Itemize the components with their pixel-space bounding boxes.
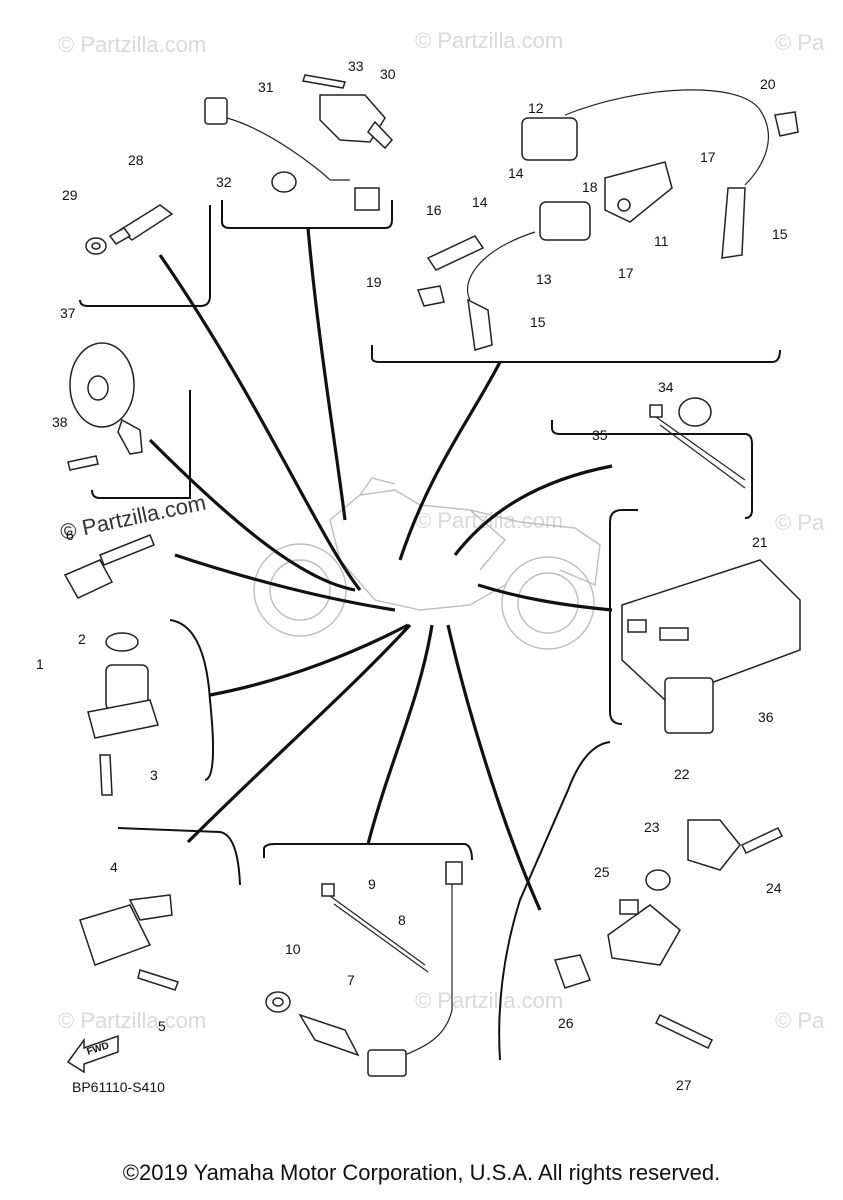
callout-26: 26: [558, 1015, 574, 1031]
callout-12: 12: [528, 100, 544, 116]
callout-18: 18: [582, 179, 598, 195]
callout-27: 27: [676, 1077, 692, 1093]
part-20-clip: [774, 111, 799, 137]
callout-8: 8: [398, 912, 406, 928]
part-4-sensor: [79, 894, 173, 966]
part-15-plug-cap-left: [466, 231, 536, 351]
callout-13: 13: [536, 271, 552, 287]
part-37-horn: [69, 342, 143, 455]
part-26-collar: [554, 954, 591, 989]
part-15-plug-cap-right: [721, 187, 746, 259]
watermark-top-right: © Pa: [775, 30, 825, 55]
part-33-bolt: [302, 74, 346, 89]
callout-9: 9: [368, 876, 376, 892]
callout-28: 28: [128, 152, 144, 168]
callout-16: 16: [426, 202, 442, 218]
callout-11: 11: [654, 233, 669, 249]
callout-24: 24: [766, 880, 782, 896]
callout-23: 23: [644, 819, 660, 835]
part-13-ignition-coil: [539, 201, 591, 241]
callout-35: 35: [592, 427, 608, 443]
part-34-35-cable-tie: [649, 397, 746, 489]
part-8-lead: [367, 861, 463, 1077]
part-22-sensor: [687, 819, 741, 871]
callout-33: 33: [348, 58, 364, 74]
part-9-cable-tie: [321, 883, 429, 973]
part-28-thermo-sensor: [108, 204, 174, 245]
watermark-top-center: © Partzilla.com: [415, 28, 563, 53]
callout-3: 3: [150, 767, 158, 783]
part-36-relay: [664, 677, 714, 734]
callout-37: 37: [60, 305, 76, 321]
watermark-top-left: © Partzilla.com: [58, 32, 206, 57]
callout-32: 32: [216, 174, 232, 190]
part-16-sleeve: [426, 235, 485, 271]
group-brackets: [79, 200, 781, 1061]
part-30-speed-sensor: [319, 94, 394, 150]
callout-14b: 14: [472, 194, 488, 210]
callout-20: 20: [760, 76, 776, 92]
part-5-bolt: [137, 969, 179, 991]
part-32-clamp: [271, 171, 297, 193]
callout-36: 36: [758, 709, 774, 725]
part-3-bolt: [99, 754, 113, 796]
watermark-low-right: © Pa: [775, 1008, 825, 1033]
callout-4: 4: [110, 859, 118, 875]
callout-17a: 17: [700, 149, 716, 165]
callout-29: 29: [62, 187, 78, 203]
part-24-bolt: [740, 827, 784, 854]
callout-15a: 15: [772, 226, 788, 242]
callout-14a: 14: [508, 165, 524, 181]
callout-7: 7: [347, 972, 355, 988]
callout-21: 21: [752, 534, 768, 550]
leader-lines: [148, 227, 613, 911]
callout-15b: 15: [530, 314, 546, 330]
part-10-washer: [265, 991, 291, 1013]
callout-19: 19: [366, 274, 382, 290]
part-31-sensor-lead: [204, 97, 380, 211]
part-1-2-sensor: [87, 632, 159, 739]
callout-5: 5: [158, 1018, 166, 1034]
part-21-ecu: [621, 559, 801, 701]
callout-1: 1: [36, 656, 44, 672]
watermark-low-center: © Partzilla.com: [415, 988, 563, 1013]
callout-34: 34: [658, 379, 674, 395]
part-6-switch: [63, 534, 155, 599]
callout-25: 25: [594, 864, 610, 880]
part-23-o-ring: [645, 869, 671, 891]
fwd-arrow-icon: FWD: [66, 1034, 119, 1074]
copyright-notice: ©2019 Yamaha Motor Corporation, U.S.A. A…: [122, 1160, 721, 1185]
part-12-ignition-coil: [521, 89, 770, 186]
callout-6: 6: [66, 527, 74, 543]
callout-10: 10: [285, 941, 301, 957]
callout-38: 38: [52, 414, 68, 430]
watermark-low-left: © Partzilla.com: [58, 1008, 206, 1033]
callout-17b: 17: [618, 265, 634, 281]
callout-31: 31: [258, 79, 274, 95]
part-19-clip: [416, 285, 445, 307]
part-11-bracket: [604, 161, 673, 223]
diagram-code: BP61110-S410: [72, 1079, 165, 1095]
callout-2: 2: [78, 631, 86, 647]
part-7-sensor: [298, 1013, 360, 1057]
part-38-bolt: [67, 455, 99, 471]
callout-30: 30: [380, 66, 396, 82]
part-27-bolt: [654, 1014, 714, 1049]
watermark-mid-right: © Pa: [775, 510, 825, 535]
part-25-bracket: [607, 899, 681, 966]
part-29-washer: [85, 237, 107, 255]
callout-22: 22: [674, 766, 690, 782]
callouts: 28 29 31 33 30 32 12 20 17 14 18 14 16 1…: [36, 58, 788, 1093]
